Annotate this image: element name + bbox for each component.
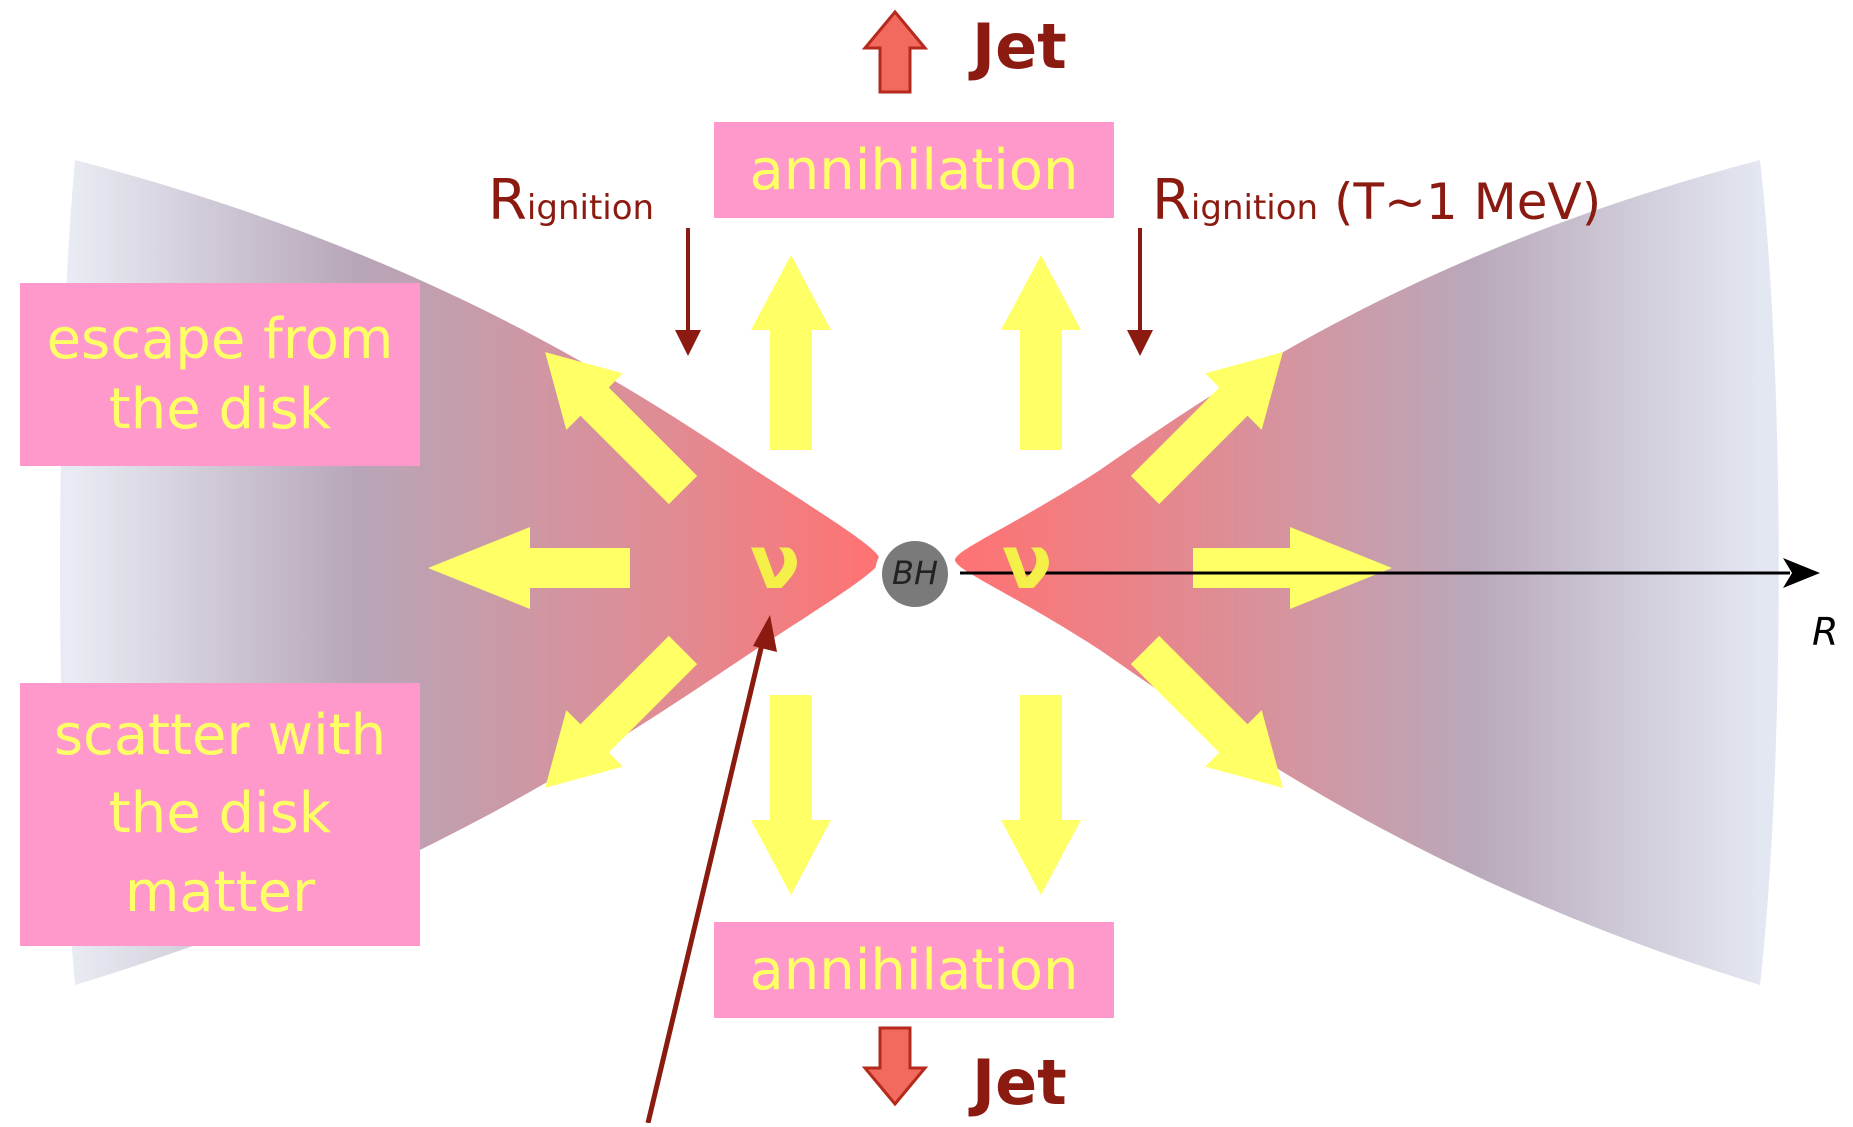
black-hole-label: BH [891, 554, 938, 592]
nu-left-symbol: ν [750, 520, 801, 606]
r-ignition-right-suffix: (T~1 MeV) [1318, 173, 1602, 231]
neutrino-arrows [428, 255, 1392, 895]
arrow-up-right-vertical [1001, 255, 1081, 450]
r-ignition-left-head [675, 330, 701, 356]
arrow-down-left-vertical [751, 695, 831, 895]
r-axis [960, 558, 1820, 588]
r-ignition-left-sub: ignition [526, 188, 655, 228]
arrow-right-horizontal [1193, 527, 1392, 609]
annihilation-top-box: annihilation [714, 122, 1114, 218]
black-hole-core [882, 541, 948, 607]
nu-right-symbol: ν [1002, 520, 1053, 606]
r-ignition-left-main: R [488, 168, 527, 233]
r-ignition-left-label: Rignition [488, 168, 654, 233]
arrow-diag-up-left [545, 352, 698, 505]
arrow-diag-down-right [1130, 635, 1283, 788]
arrow-diag-down-left [545, 635, 698, 788]
escape-box: escape from the disk [20, 283, 420, 466]
jet-arrow-down [861, 1026, 929, 1107]
arrow-down-right-vertical [1001, 695, 1081, 895]
scatter-box: scatter with the disk matter [20, 683, 420, 946]
r-ignition-right-main: R [1152, 168, 1191, 233]
axis-label-r: R [1812, 610, 1839, 654]
arrow-diag-up-right [1130, 352, 1283, 505]
arrow-up-left-vertical [751, 255, 831, 450]
r-ignition-right-label: Rignition (T~1 MeV) [1152, 168, 1601, 233]
annihilation-bottom-box: annihilation [714, 922, 1114, 1018]
pointer-arrow [645, 615, 777, 1124]
r-ignition-right-head [1127, 330, 1153, 356]
jet-bottom-label: Jet [972, 1046, 1067, 1119]
jet-arrow-up [861, 9, 929, 94]
jet-top-label: Jet [972, 10, 1067, 83]
arrow-left-horizontal [428, 527, 630, 609]
r-ignition-right-sub: ignition [1190, 188, 1319, 228]
r-ignition-arrows [675, 228, 1153, 356]
